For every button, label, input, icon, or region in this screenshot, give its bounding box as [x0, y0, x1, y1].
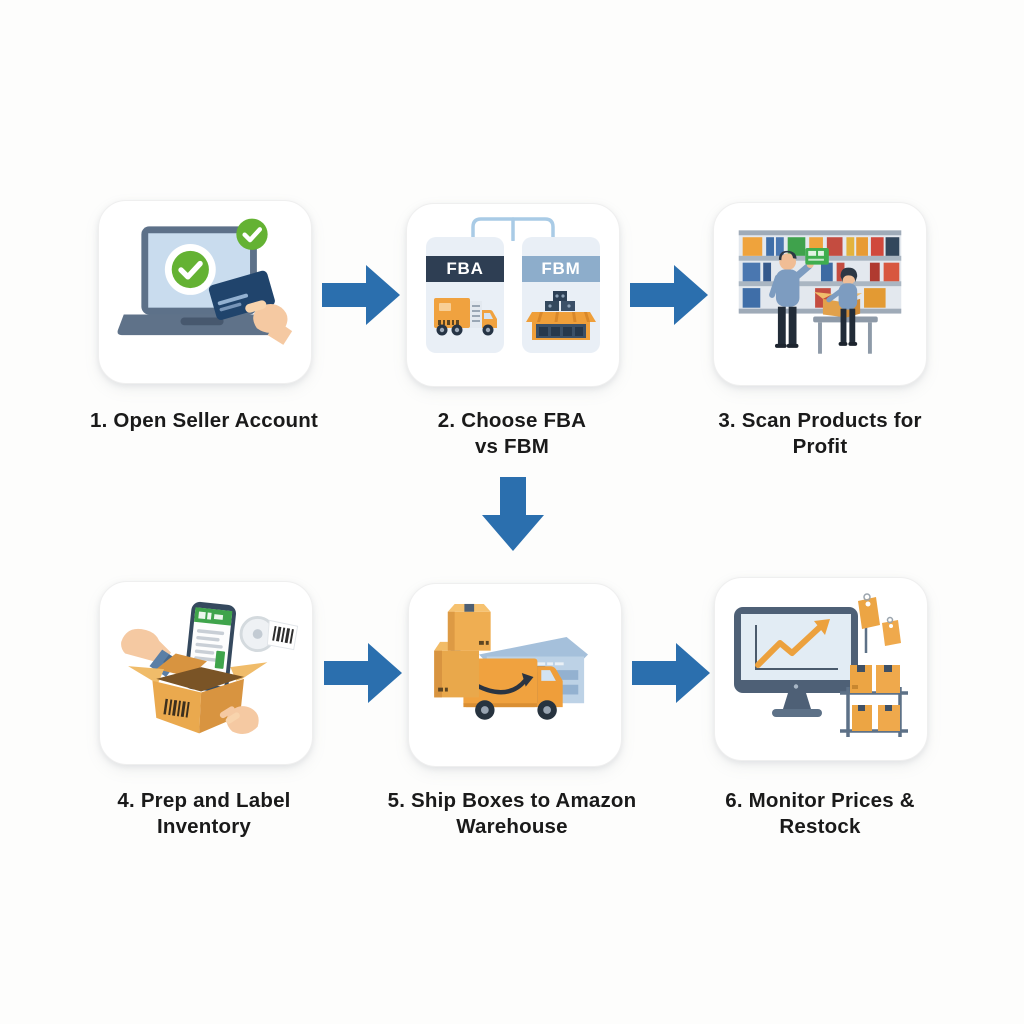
laptop-checkmark-credit-card-icon — [117, 218, 293, 345]
step-card-monitor-restock — [714, 577, 928, 761]
step-label-5: 5. Ship Boxes to Amazon Warehouse — [362, 788, 662, 839]
step-label-line: 6. Monitor Prices & — [725, 789, 915, 812]
step-label-line: 3. Scan Products for — [718, 409, 922, 432]
step-label-line: Warehouse — [456, 814, 568, 838]
step-card-ship-boxes — [408, 583, 622, 767]
flow-arrow-right-icon — [324, 643, 402, 703]
step-label-2: 2. Choose FBA vs FBM — [362, 408, 662, 459]
step-label-line: Restock — [779, 814, 861, 838]
fba-header-label: FBA — [426, 256, 504, 282]
step-card-choose-fba-vs-fbm: FBA FBM — [406, 203, 620, 387]
step-card-open-seller-account — [98, 200, 312, 384]
step-card-prep-label-inventory — [99, 581, 313, 765]
step-label-line: Inventory — [156, 814, 252, 838]
step-label-line: 4. Prep and Label — [117, 789, 291, 812]
step-label-line: 5. Ship Boxes to Amazon — [387, 789, 637, 812]
step-label-6: 6. Monitor Prices & Restock — [670, 788, 970, 839]
box-phone-label-roll-icon — [121, 601, 299, 734]
people-scanning-shelves-icon — [738, 230, 902, 354]
storefront-icon — [526, 291, 596, 340]
delivery-truck-icon — [434, 298, 497, 336]
truck-boxes-warehouse-icon — [434, 603, 588, 720]
flow-arrow-right-icon — [322, 265, 400, 325]
step-label-3: 3. Scan Products for Profit — [670, 408, 970, 459]
step-label-line: Profit — [792, 434, 848, 458]
monitor-chart-restock-shelf-icon — [734, 593, 908, 737]
step-label-1: 1. Open Seller Account — [54, 408, 354, 434]
flow-arrow-right-icon — [630, 265, 708, 325]
step-card-scan-products — [713, 202, 927, 386]
fba-panel: FBA — [426, 237, 504, 353]
fbm-panel: FBM — [522, 237, 600, 353]
step-label-line: vs FBM — [474, 434, 550, 458]
fbm-header-label: FBM — [522, 256, 600, 282]
step-label-4: 4. Prep and Label Inventory — [54, 788, 354, 839]
step-label-line: 2. Choose FBA — [437, 409, 587, 432]
flow-arrow-right-icon — [632, 643, 710, 703]
flow-arrow-down-icon — [482, 477, 544, 551]
step-label-line: 1. Open Seller Account — [89, 409, 319, 432]
bracket-connector-icon — [471, 217, 555, 241]
